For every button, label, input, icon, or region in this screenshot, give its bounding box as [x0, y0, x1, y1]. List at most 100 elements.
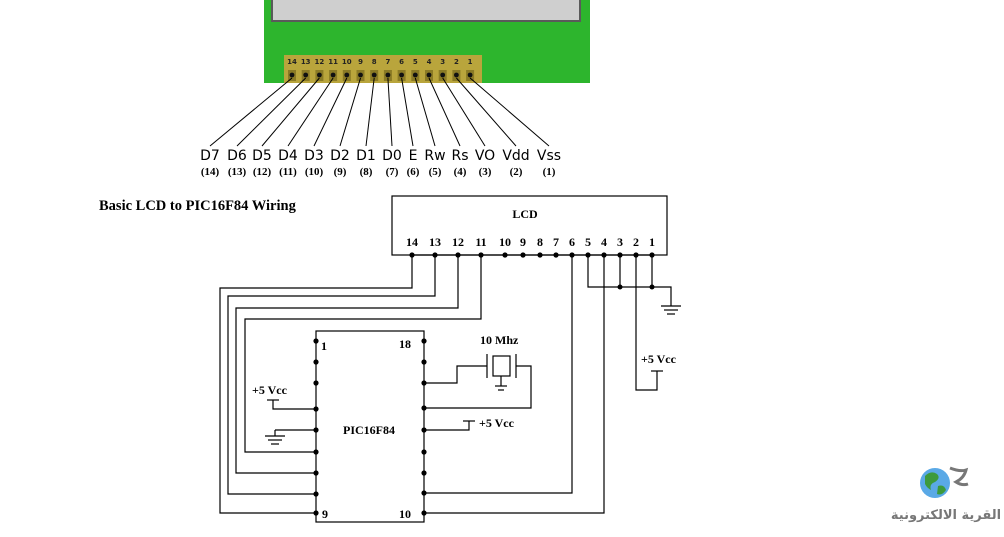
header-pin-dot	[426, 72, 432, 78]
chip-pin-1: 1	[321, 339, 327, 353]
header-number: 4	[427, 58, 432, 66]
header-number: 8	[372, 58, 377, 66]
header-number: 9	[358, 58, 363, 66]
header-pin-dot	[330, 72, 336, 78]
header-number: 2	[454, 58, 459, 66]
lcd-pin-number: 7	[553, 235, 559, 249]
header-number: 3	[440, 58, 445, 66]
lcd-pin-number: 4	[601, 235, 607, 249]
signal-name: D3	[304, 148, 324, 164]
watermark-text: القرية الالكترونية	[891, 508, 1001, 523]
header-pin-dot	[371, 72, 377, 78]
header-pin-dot	[412, 72, 418, 78]
wire-osc1	[424, 365, 487, 384]
header-number: 1	[468, 58, 473, 66]
chip-right-pin-dot	[421, 338, 427, 344]
signal-name: D1	[356, 148, 376, 164]
signal-pin: (8)	[360, 166, 373, 178]
ground-icon	[661, 305, 681, 315]
header-pin-dot	[317, 72, 322, 78]
lcd-pin-number: 5	[585, 235, 591, 249]
header-number: 11	[328, 58, 338, 66]
wire-e	[424, 255, 573, 494]
lcd-screen	[271, 0, 581, 22]
lcd-box-label: LCD	[512, 207, 538, 221]
signal-name: E	[409, 148, 418, 164]
junction-dots	[617, 284, 655, 290]
lcd-pin-number: 10	[499, 235, 511, 249]
fan-line	[287, 77, 334, 147]
signal-pin: (2)	[510, 166, 523, 178]
wire-vdd-chip	[424, 421, 470, 431]
fan-line	[236, 77, 307, 147]
chip-pin-9: 9	[322, 507, 328, 521]
lcd-pin-number: 6	[569, 235, 575, 249]
header-number: 12	[315, 58, 325, 66]
lcd-pin-number: 14	[406, 235, 418, 249]
watermark: القرية الالكترونية	[891, 466, 1001, 523]
crystal-label: 10 Mhz	[480, 333, 519, 347]
signal-pin: (4)	[454, 166, 467, 178]
diagram-title: Basic LCD to PIC16F84 Wiring	[99, 198, 297, 214]
header-pin-dot	[467, 72, 473, 78]
header-pin-dot	[399, 72, 404, 78]
fan-line	[365, 77, 375, 147]
fan-line	[209, 77, 293, 147]
chip-label: PIC16F84	[343, 423, 395, 437]
signal-pin: (3)	[479, 166, 492, 178]
wire-mclr-vcc	[272, 400, 316, 410]
fan-line	[261, 77, 320, 147]
wire-d5	[235, 255, 459, 474]
signal-name: D6	[227, 148, 247, 164]
lcd-pin-number: 1	[649, 235, 655, 249]
chip-pin-dots	[313, 338, 427, 516]
signal-name: D7	[200, 148, 220, 164]
fan-line	[339, 77, 361, 147]
signal-pin: (9)	[334, 166, 347, 178]
header-number: 10	[342, 58, 352, 66]
fan-out-lines	[209, 77, 550, 147]
fan-line	[414, 77, 436, 147]
lcd-pin-number: 8	[537, 235, 543, 249]
signal-pin: (5)	[429, 166, 442, 178]
wire-osc2	[424, 365, 532, 409]
signal-name: D4	[278, 148, 298, 164]
fan-line	[387, 77, 393, 147]
chip-right-pin-dot	[421, 359, 427, 365]
header-number: 7	[385, 58, 390, 66]
header-number: 14	[287, 58, 297, 66]
wire-d6	[227, 255, 436, 495]
fan-line	[313, 77, 348, 147]
signal-name: Rw	[424, 148, 445, 164]
header-number: 5	[413, 58, 418, 66]
lcd-pin-number: 2	[633, 235, 639, 249]
header-pin-dot	[454, 72, 459, 78]
lcd-pin-number: 13	[429, 235, 441, 249]
header-pins	[288, 70, 475, 81]
signal-pin: (7)	[386, 166, 399, 178]
signal-pin: (14)	[201, 166, 220, 178]
header-number: 6	[399, 58, 404, 66]
header-pin-dot	[344, 72, 350, 78]
ground-icon	[265, 430, 285, 445]
chip-pin-10: 10	[399, 507, 411, 521]
fan-line	[442, 77, 486, 147]
signal-name: Vdd	[502, 148, 529, 164]
chip-right-pin-dot	[421, 470, 427, 476]
vcc-label-right: +5 Vcc	[479, 416, 515, 430]
header-pin-dot	[289, 72, 295, 78]
crystal: 10 Mhz	[480, 333, 519, 391]
chip-left-pin-dot	[313, 359, 319, 365]
lcd-pin-number: 3	[617, 235, 623, 249]
signal-pin: (12)	[253, 166, 272, 178]
chip-left-pin-dot	[313, 338, 319, 344]
header-pin-dot	[440, 72, 446, 78]
signal-pin: (13)	[228, 166, 247, 178]
wire-rs	[424, 255, 605, 514]
chip-pin-18: 18	[399, 337, 411, 351]
signal-pin: (1)	[543, 166, 556, 178]
signal-name: D0	[382, 148, 402, 164]
wire-d4	[244, 255, 482, 453]
vcc-label-lcd: +5 Vcc	[641, 352, 677, 366]
